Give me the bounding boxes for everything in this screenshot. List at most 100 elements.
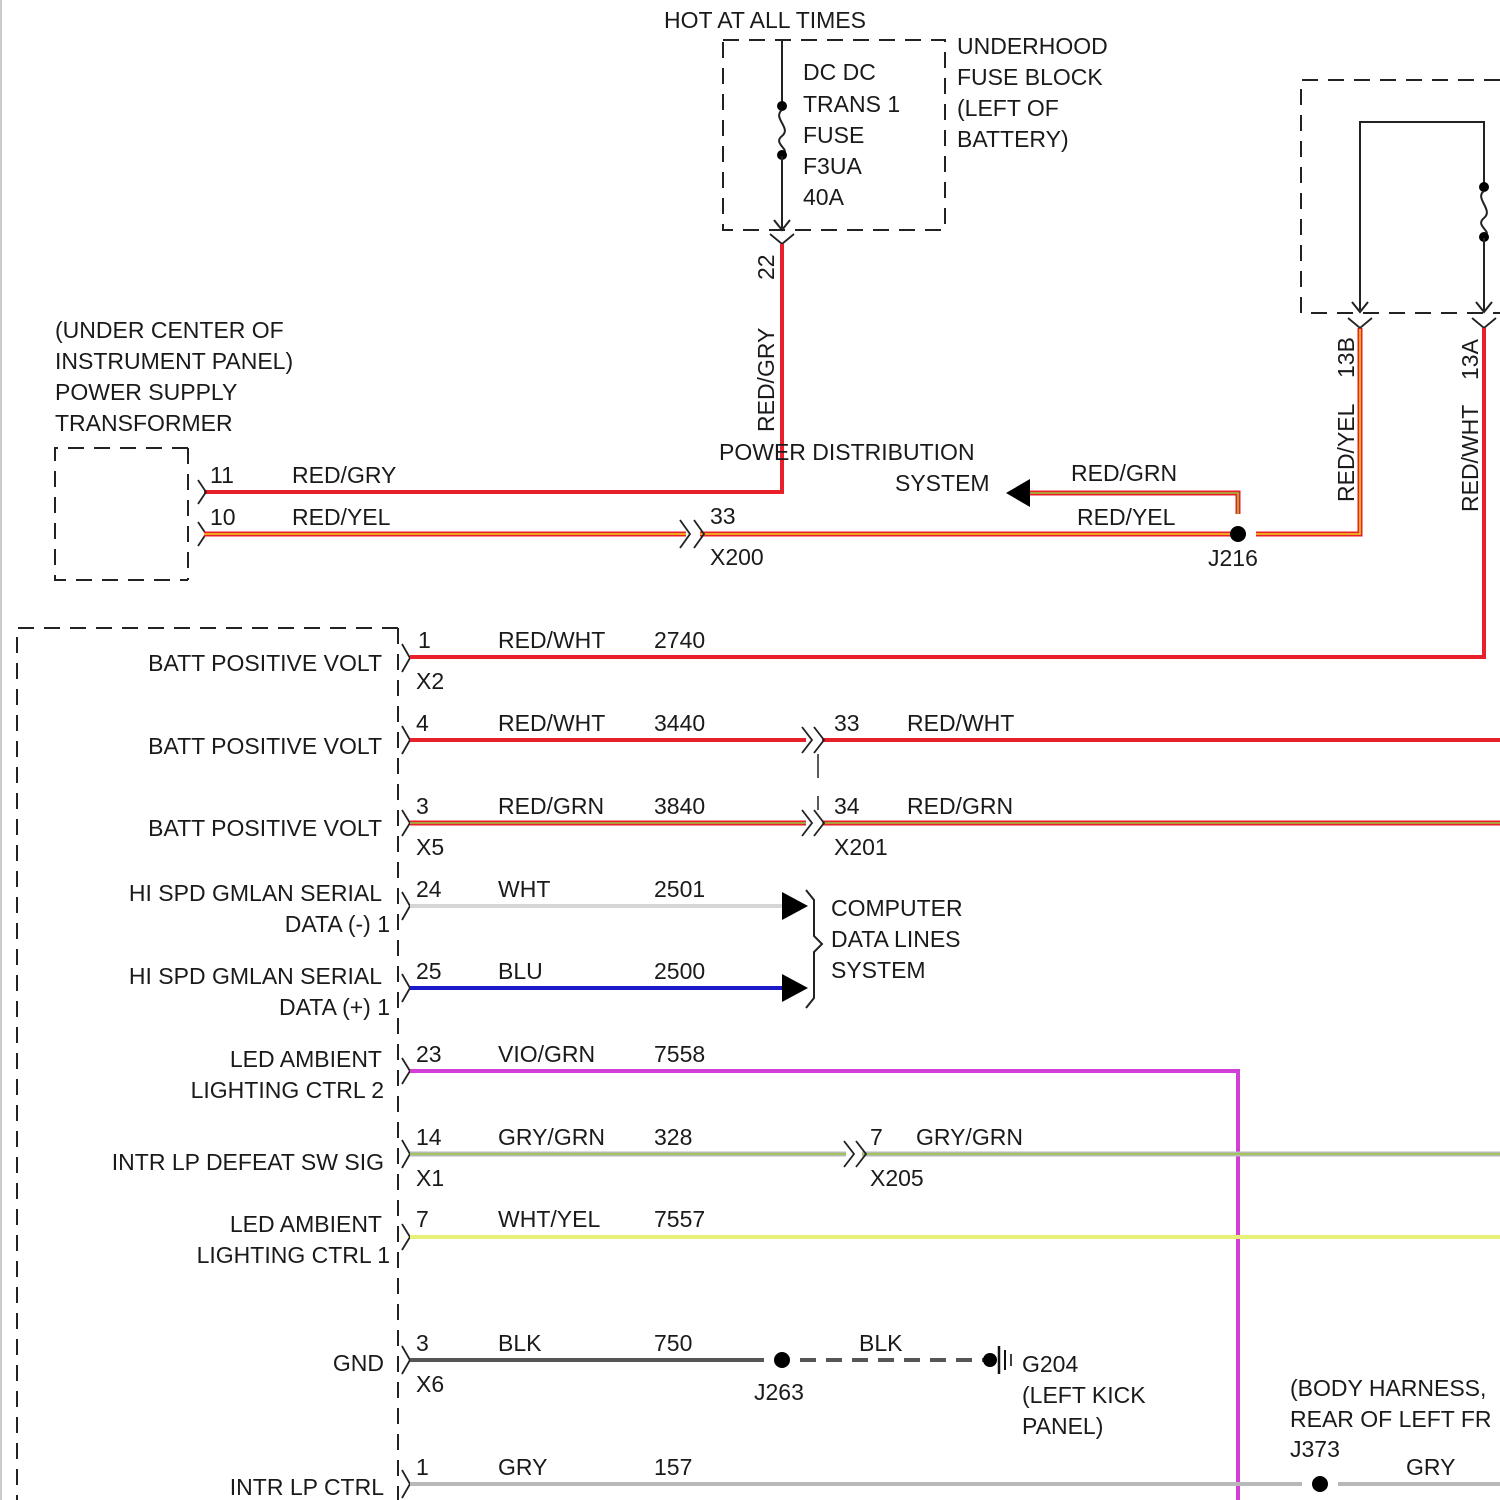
x200-name: X200 — [710, 544, 764, 570]
fuse-f3ua-icon — [774, 40, 790, 230]
row-pin: 7 — [416, 1206, 429, 1232]
data-lines-line: COMPUTER — [831, 895, 963, 921]
row-circuit: 3440 — [654, 710, 705, 736]
splice-j373-icon — [1312, 1476, 1328, 1492]
row-circuit: 157 — [654, 1454, 692, 1480]
ground-g204-icon — [999, 1346, 1011, 1374]
pin-22-label: 22 — [753, 254, 779, 280]
splice-j216-icon — [1230, 526, 1246, 542]
power-distribution-line: POWER DISTRIBUTION — [719, 439, 975, 465]
row-far-color: BLK — [859, 1330, 903, 1356]
module-connector-icons — [402, 644, 410, 1498]
body-harness-line: (BODY HARNESS, — [1290, 1375, 1486, 1401]
connector-13a-icon — [1472, 318, 1496, 328]
row-far-color: GRY — [1406, 1454, 1455, 1480]
row-circuit: 7557 — [654, 1206, 705, 1232]
row-color: GRY — [498, 1454, 547, 1480]
row-far-connector: X201 — [834, 834, 888, 860]
pin-13b-color: RED/YEL — [1333, 403, 1359, 502]
transformer-pin-10-color: RED/YEL — [292, 504, 391, 530]
data-lines-line: DATA LINES — [831, 926, 961, 952]
transformer-pin-11-color: RED/GRY — [292, 462, 396, 488]
x200-pin: 33 — [710, 503, 736, 529]
row-color: RED/GRN — [498, 793, 604, 819]
body-harness-label: (BODY HARNESS, REAR OF LEFT FR J373 — [1290, 1375, 1492, 1462]
pin-13b-label: 13B — [1333, 337, 1359, 378]
pin-13a-color: RED/WHT — [1457, 405, 1483, 512]
row-circuit: 328 — [654, 1124, 692, 1150]
data-line-arrow-icon — [782, 974, 808, 1002]
row-pin: 24 — [416, 876, 442, 902]
row-label: HI SPD GMLAN SERIAL — [129, 963, 382, 989]
row-label: DATA (-) 1 — [285, 911, 390, 937]
module-row-labels: BATT POSITIVE VOLT BATT POSITIVE VOLT BA… — [112, 650, 390, 1500]
splice-j216-label: J216 — [1208, 545, 1258, 571]
ground-label-line: PANEL) — [1022, 1413, 1103, 1439]
connector-pin-22-icon — [770, 234, 794, 244]
red-gry-vertical-label: RED/GRY — [753, 328, 779, 432]
splice-j263-label: J263 — [754, 1379, 804, 1405]
transformer-box — [55, 448, 188, 580]
row-color: WHT/YEL — [498, 1206, 600, 1232]
row-circuit: 7558 — [654, 1041, 705, 1067]
ground-eyelet-icon — [983, 1353, 997, 1367]
splice-j373-label: J373 — [1290, 1436, 1340, 1462]
row-pin: 3 — [416, 1330, 429, 1356]
row-circuit: 2500 — [654, 958, 705, 984]
location-line: UNDERHOOD — [957, 33, 1108, 59]
body-harness-line: REAR OF LEFT FR — [1290, 1406, 1492, 1432]
row-circuit: 2501 — [654, 876, 705, 902]
row-pin: 1 — [416, 1454, 429, 1480]
row-color: RED/WHT — [498, 627, 605, 653]
row-far-color: GRY/GRN — [916, 1124, 1023, 1150]
power-distribution-line: SYSTEM — [895, 470, 990, 496]
pds-wire-color: RED/GRN — [1071, 460, 1177, 486]
row-pin: 3 — [416, 793, 429, 819]
row-label: INTR LP CTRL — [230, 1474, 384, 1500]
row-circuit: 2740 — [654, 627, 705, 653]
fuse-label: DC DC TRANS 1 FUSE F3UA 40A — [803, 59, 900, 210]
location-line: BATTERY) — [957, 126, 1069, 152]
data-line-arrow-icon — [782, 892, 808, 920]
connector-13b-icon — [1348, 318, 1372, 328]
row-pin: 1 — [418, 627, 431, 653]
row-label: GND — [333, 1350, 384, 1376]
row-label: HI SPD GMLAN SERIAL — [129, 880, 382, 906]
row-circuit: 3840 — [654, 793, 705, 819]
row-label: LED AMBIENT — [230, 1211, 382, 1237]
data-lines-label: COMPUTER DATA LINES SYSTEM — [831, 895, 963, 983]
red-yel-j216-color: RED/YEL — [1077, 504, 1176, 530]
row-far-connector: X205 — [870, 1165, 924, 1191]
row-color: GRY/GRN — [498, 1124, 605, 1150]
fuse-label-line: DC DC — [803, 59, 876, 85]
splice-j263-icon — [774, 1352, 790, 1368]
transformer-pin-10: 10 — [210, 504, 236, 530]
power-distribution-label: POWER DISTRIBUTION SYSTEM — [719, 439, 990, 496]
right-fuse-block-box — [1301, 80, 1500, 313]
row-connector: X5 — [416, 834, 444, 860]
row-color: RED/WHT — [498, 710, 605, 736]
row-pin: 14 — [416, 1124, 442, 1150]
row-far-color: RED/GRN — [907, 793, 1013, 819]
fuse-label-line: FUSE — [803, 122, 864, 148]
ground-label-line: (LEFT KICK — [1022, 1382, 1146, 1408]
row-color: BLU — [498, 958, 543, 984]
fuse-label-line: TRANS 1 — [803, 91, 900, 117]
location-line: (LEFT OF — [957, 95, 1059, 121]
fuse-label-line: F3UA — [803, 153, 862, 179]
row-connector: X1 — [416, 1165, 444, 1191]
transformer-pin-11: 11 — [210, 462, 234, 488]
row-far-color: RED/WHT — [907, 710, 1014, 736]
row-pin: 4 — [416, 710, 429, 736]
row-label: BATT POSITIVE VOLT — [148, 815, 382, 841]
row-label: BATT POSITIVE VOLT — [148, 733, 382, 759]
pds-arrow-icon — [1006, 479, 1030, 507]
row-color: WHT — [498, 876, 550, 902]
location-line: FUSE BLOCK — [957, 64, 1103, 90]
row-pin: 23 — [416, 1041, 442, 1067]
transformer-label-line: TRANSFORMER — [55, 410, 233, 436]
row-circuit: 750 — [654, 1330, 692, 1356]
row-label: LIGHTING CTRL 2 — [191, 1077, 384, 1103]
row-connector: X6 — [416, 1371, 444, 1397]
